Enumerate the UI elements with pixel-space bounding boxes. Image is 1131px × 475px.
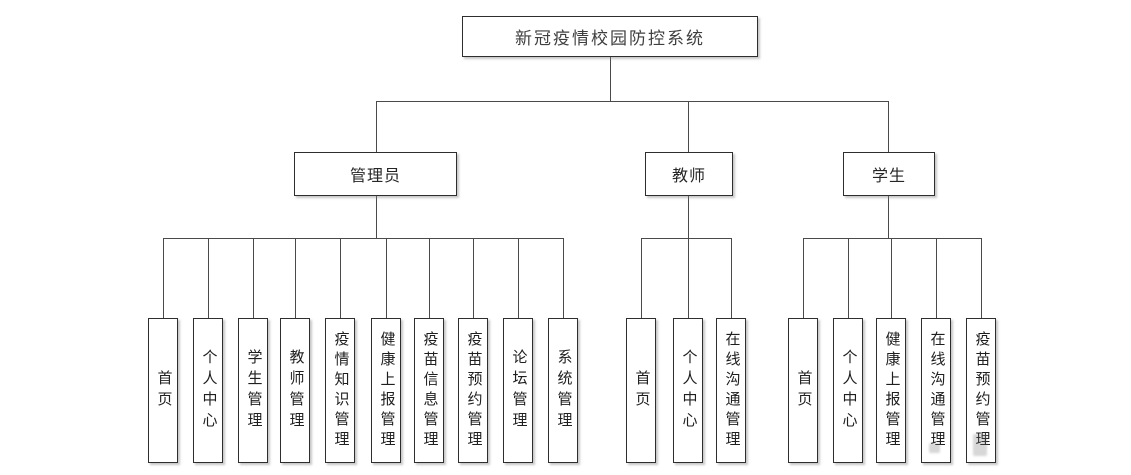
leaf-node-admin-teacher-mgmt: 教师管理	[280, 318, 310, 463]
leaf-label: 学生管理	[245, 348, 262, 433]
leaf-label: 系统管理	[555, 348, 572, 433]
connector-student-drop	[981, 238, 982, 318]
leaf-node-teacher-home: 首页	[626, 318, 656, 463]
connector-admin-drop	[473, 238, 474, 318]
connector-teacher-drop	[688, 238, 689, 318]
leaf-node-student-home: 首页	[788, 318, 818, 463]
connector-drop-teacher	[688, 101, 689, 152]
leaf-label: 个人中心	[680, 348, 697, 433]
connector-admin-drop	[253, 238, 254, 318]
connector-student-hbar	[803, 238, 982, 239]
connector-admin-drop	[340, 238, 341, 318]
leaf-node-admin-student-mgmt: 学生管理	[238, 318, 268, 463]
watermark-artifact	[929, 443, 940, 453]
connector-admin-hbar	[163, 238, 564, 239]
connector-teacher-hbar	[641, 238, 732, 239]
leaf-node-admin-health-report-mgmt: 健康上报管理	[371, 318, 401, 463]
leaf-label: 首页	[633, 369, 650, 412]
leaf-label: 疫苗预约管理	[465, 330, 482, 451]
branch-node-student: 学生	[843, 152, 935, 196]
connector-admin-drop	[386, 238, 387, 318]
connector-admin-drop	[518, 238, 519, 318]
connector-teacher-drop	[731, 238, 732, 318]
leaf-label: 疫苗预约管理	[973, 330, 990, 451]
leaf-label: 疫苗信息管理	[421, 330, 438, 451]
root-node-system-title: 新冠疫情校园防控系统	[462, 16, 758, 57]
leaf-label: 首页	[155, 369, 172, 412]
connector-teacher-trunk	[688, 196, 689, 238]
leaf-node-student-vaccine-appointment-mgmt: 疫苗预约管理	[966, 318, 996, 463]
leaf-node-admin-forum-mgmt: 论坛管理	[503, 318, 533, 463]
connector-student-trunk	[888, 196, 889, 238]
leaf-label: 个人中心	[200, 348, 217, 433]
connector-admin-trunk	[376, 196, 377, 238]
connector-root-trunk	[610, 57, 611, 102]
leaf-label: 疫情知识管理	[332, 330, 349, 451]
connector-teacher-drop	[641, 238, 642, 318]
leaf-label: 在线沟通管理	[723, 330, 740, 451]
leaf-label: 教师管理	[287, 348, 304, 433]
connector-admin-drop	[208, 238, 209, 318]
branch-node-teacher: 教师	[645, 152, 733, 196]
connector-top-hbar	[376, 101, 889, 102]
leaf-node-admin-home: 首页	[148, 318, 178, 463]
connector-student-drop	[803, 238, 804, 318]
leaf-node-teacher-personal-center: 个人中心	[673, 318, 703, 463]
leaf-node-admin-vaccine-info-mgmt: 疫苗信息管理	[414, 318, 444, 463]
leaf-node-admin-epidemic-knowledge-mgmt: 疫情知识管理	[325, 318, 355, 463]
branch-node-admin: 管理员	[294, 152, 457, 196]
leaf-node-admin-vaccine-appointment-mgmt: 疫苗预约管理	[458, 318, 488, 463]
leaf-label: 在线沟通管理	[928, 330, 945, 451]
connector-admin-drop	[429, 238, 430, 318]
leaf-node-student-health-report-mgmt: 健康上报管理	[876, 318, 906, 463]
connector-admin-drop	[163, 238, 164, 318]
leaf-node-admin-system-mgmt: 系统管理	[548, 318, 578, 463]
leaf-node-student-online-communication-mgmt: 在线沟通管理	[921, 318, 951, 463]
connector-admin-drop	[563, 238, 564, 318]
leaf-label: 健康上报管理	[378, 330, 395, 451]
watermark-artifact	[973, 434, 987, 456]
leaf-node-student-personal-center: 个人中心	[833, 318, 863, 463]
leaf-label: 首页	[795, 369, 812, 412]
connector-student-drop	[891, 238, 892, 318]
leaf-label: 论坛管理	[510, 348, 527, 433]
connector-drop-student	[888, 101, 889, 152]
connector-student-drop	[848, 238, 849, 318]
connector-admin-drop	[295, 238, 296, 318]
connector-drop-admin	[376, 101, 377, 152]
connector-student-drop	[936, 238, 937, 318]
leaf-label: 个人中心	[840, 348, 857, 433]
leaf-node-admin-personal-center: 个人中心	[193, 318, 223, 463]
leaf-node-teacher-online-communication-mgmt: 在线沟通管理	[716, 318, 746, 463]
leaf-label: 健康上报管理	[883, 330, 900, 451]
